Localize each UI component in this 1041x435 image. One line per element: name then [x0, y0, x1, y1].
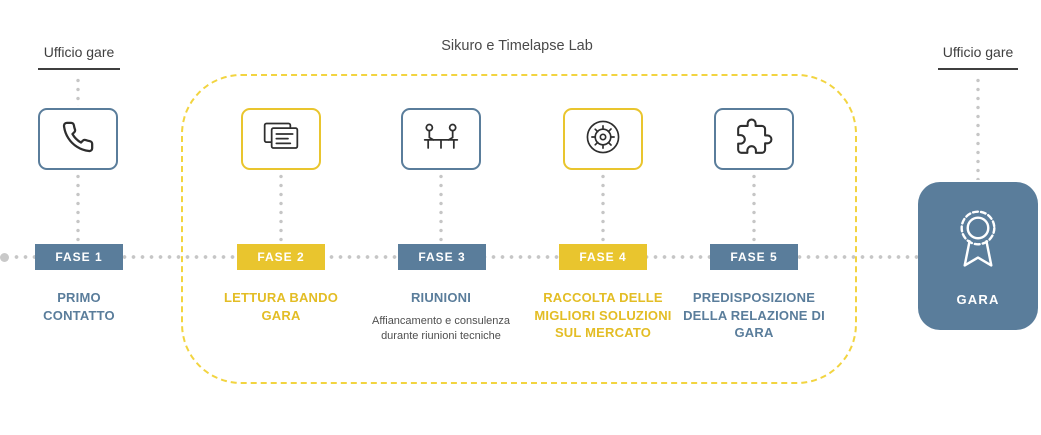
- phase1-badge: FASE 1: [35, 244, 123, 270]
- phase3-title: RIUNIONI: [410, 290, 472, 305]
- phase3-icon-box: [401, 108, 481, 170]
- lab-dashed-container: [181, 74, 857, 384]
- right-office-underline: [938, 68, 1018, 70]
- phase2-title: LETTURA BANDO GARA: [223, 290, 339, 323]
- left-connector-dots-top: [75, 76, 81, 106]
- phase4-icon-box: [563, 108, 643, 170]
- phase2-badge: FASE 2: [237, 244, 325, 270]
- meeting-icon: [420, 120, 462, 158]
- right-office-label: Ufficio gare: [942, 44, 1014, 60]
- gear-icon: [583, 117, 623, 162]
- phone-icon: [61, 120, 95, 159]
- right-connector-dots: [975, 76, 981, 180]
- phase1-icon-box: [38, 108, 118, 170]
- phase1-title: PRIMO CONTATTO: [43, 290, 115, 323]
- phase4-connector-dots: [600, 172, 606, 242]
- phase4-title: RACCOLTA DELLE MIGLIORI SOLUZIONI SUL ME…: [534, 290, 672, 341]
- left-office-label: Ufficio gare: [43, 44, 115, 60]
- result-label: GARA: [956, 292, 1000, 308]
- phase4-badge: FASE 4: [559, 244, 647, 270]
- phase5-title: PREDISPOSIZIONE DELLA RELAZIONE DI GARA: [683, 290, 825, 341]
- phase2-icon-box: [241, 108, 321, 170]
- phase5-icon-box: [714, 108, 794, 170]
- phase3-badge: FASE 3: [398, 244, 486, 270]
- diagram-title: Sikuro e Timelapse Lab: [441, 38, 593, 54]
- phase5-connector-dots: [751, 172, 757, 242]
- phase2-connector-dots: [278, 172, 284, 242]
- result-card: GARA: [918, 182, 1038, 330]
- phase5-badge: FASE 5: [710, 244, 798, 270]
- presentation-board-icon: [260, 120, 302, 158]
- phase3-connector-dots: [438, 172, 444, 242]
- left-connector-dots-bottom: [75, 172, 81, 242]
- timeline-start-dot: [0, 253, 9, 262]
- puzzle-icon: [735, 118, 773, 161]
- left-office-underline: [38, 68, 120, 70]
- award-ribbon-icon: [949, 205, 1007, 283]
- phase3-subtitle: Affiancamento e consulenza durante riuni…: [372, 315, 510, 342]
